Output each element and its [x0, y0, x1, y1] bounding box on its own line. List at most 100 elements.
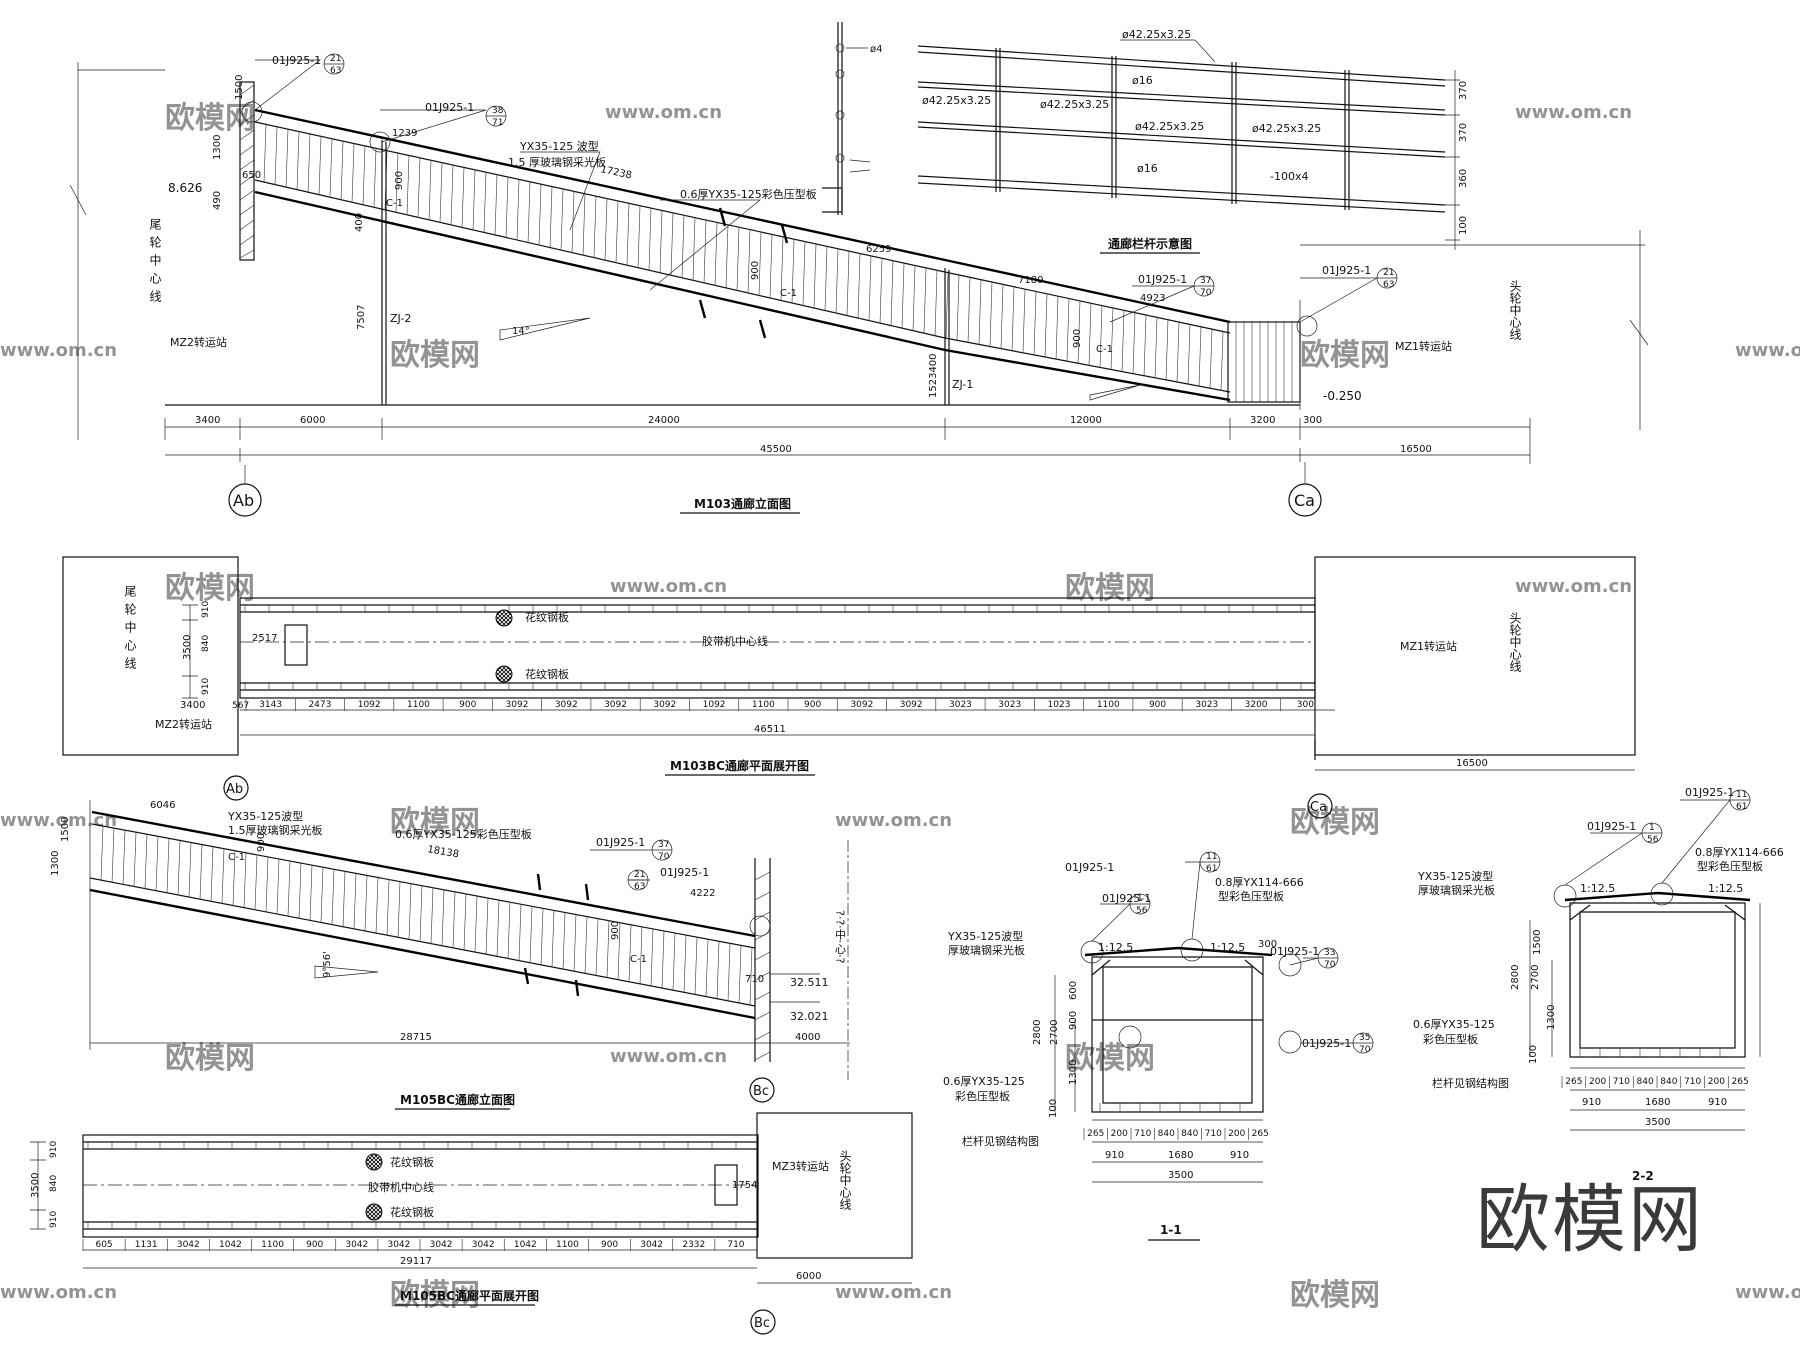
dim: 1523400 [928, 353, 939, 398]
gallery-rib [199, 844, 203, 900]
gallery-rib [758, 231, 762, 296]
dim: 2517 [252, 633, 277, 644]
ref-label: 01J925-1 [1685, 786, 1734, 799]
watermark-text: www.om.cn [1515, 102, 1632, 123]
gallery-rib [254, 854, 258, 911]
gallery-rib [496, 900, 500, 957]
dim: 3500 [1168, 1170, 1193, 1181]
ref-label: 01J925-1 [425, 101, 474, 114]
gallery-rib [527, 181, 531, 243]
slope: 1:12.5 [1210, 941, 1245, 954]
gallery-rib [353, 873, 357, 930]
gallery-rib [155, 836, 159, 892]
ref-label: 01J925-1 [596, 836, 645, 849]
dim-segment: 265 [1732, 1077, 1749, 1087]
watermark-text: 欧模网 [1290, 805, 1380, 840]
ref-num: 38 [492, 106, 504, 116]
dim-segment: 3042 [640, 1240, 663, 1250]
gallery-rib [417, 157, 421, 218]
left-station-wall [239, 81, 255, 261]
watermark-text: www.om.cn [0, 340, 117, 361]
dim-bottom: 300 [1303, 415, 1322, 426]
dim: 2800 [1510, 965, 1521, 990]
gallery-rib [111, 828, 115, 883]
centerline-label: 胶带机中心线 [368, 1180, 434, 1194]
gallery-rib [263, 124, 267, 183]
dim: 490 [212, 191, 223, 210]
gallery-rib [408, 883, 412, 940]
dim: 7507 [356, 305, 367, 330]
dim-segment: 3023 [998, 700, 1021, 710]
wall-note: 0.6厚YX35-125 [1413, 1018, 1495, 1031]
gallery-rib [584, 916, 588, 974]
dim: 3500 [30, 1173, 41, 1198]
gallery-rib [100, 826, 104, 881]
dim-segment: 3200 [1245, 700, 1268, 710]
gallery-rib [694, 937, 698, 995]
gallery-rib [243, 852, 247, 909]
watermark-text: 欧模网 [165, 571, 255, 606]
gallery-rib [617, 922, 621, 981]
gallery-rib [639, 926, 643, 985]
railing-dim: 360 [1458, 169, 1469, 188]
gallery-rib [331, 869, 335, 925]
station-box [756, 1112, 913, 1259]
level: 32.511 [790, 976, 829, 989]
gallery-rib [166, 838, 170, 894]
station-vertical-label: 头轮中心线 [1508, 280, 1522, 340]
ref-num: 37 [1200, 276, 1211, 286]
dim-segment: 3092 [653, 700, 676, 710]
dim-segment: 710 [727, 1240, 744, 1250]
railing-label: ø42.25x3.25 [1252, 122, 1321, 135]
axis-label: Ab [226, 782, 243, 797]
gallery-rib [661, 930, 665, 989]
dim-length: 17238 [599, 164, 632, 181]
dim: 1500 [1532, 930, 1543, 955]
ref-den: 70 [1200, 288, 1212, 298]
gallery-rib [276, 858, 280, 915]
ref-num: 21 [1383, 268, 1394, 278]
m103-plan: 花纹钢板 花纹钢板 胶带机中心线 2517 尾轮中心线 MZ2转运站 MZ1转运… [62, 556, 1636, 819]
gallery-rib [813, 243, 817, 309]
gallery-rib [736, 227, 740, 291]
gallery-rib [340, 141, 344, 201]
railing-dim: 370 [1458, 81, 1469, 100]
dim-segment: 840 [1158, 1129, 1175, 1139]
dim-segment: 200 [1589, 1077, 1606, 1087]
dim: 18138 [426, 844, 459, 860]
gallery-rib [1022, 289, 1026, 354]
gallery-rib [318, 136, 322, 196]
gallery-rib [648, 208, 652, 271]
gallery-rib [483, 172, 487, 233]
dim: 900 [750, 261, 761, 280]
dim-segment: 3143 [259, 700, 282, 710]
dim: 710 [745, 974, 764, 985]
dim: 910 [1105, 1150, 1124, 1161]
gallery-rib [626, 203, 630, 266]
gallery-rib [540, 908, 544, 966]
gallery-rib [1165, 319, 1169, 381]
dim-segment: 3023 [1195, 700, 1218, 710]
dim-segment: 3042 [430, 1240, 453, 1250]
dim-right: 6000 [796, 1271, 821, 1282]
gallery-rib [967, 277, 971, 343]
ref-num: 21 [330, 54, 341, 64]
dim: 910 [49, 1211, 59, 1228]
ref-num: 11 [1736, 790, 1747, 800]
dim-segment: 300 [1297, 700, 1314, 710]
gallery-rib [538, 184, 542, 246]
gallery-rib [705, 939, 709, 997]
column-zj2 [381, 140, 387, 405]
dim: 1680 [1168, 1150, 1193, 1161]
gallery-rib [274, 126, 278, 186]
drawing-title: M103通廊立面图 [694, 496, 791, 511]
section-mark: C-1 [630, 954, 647, 965]
dim: 900 [394, 171, 405, 190]
gallery-rib [593, 196, 597, 259]
gallery-rib [1121, 310, 1125, 372]
watermark-text: www.om.cn [0, 1282, 117, 1303]
gallery-rib [320, 867, 324, 923]
dim-segment: 1100 [261, 1240, 284, 1250]
gallery-rib [615, 200, 619, 264]
dim: 2700 [1049, 1020, 1060, 1045]
